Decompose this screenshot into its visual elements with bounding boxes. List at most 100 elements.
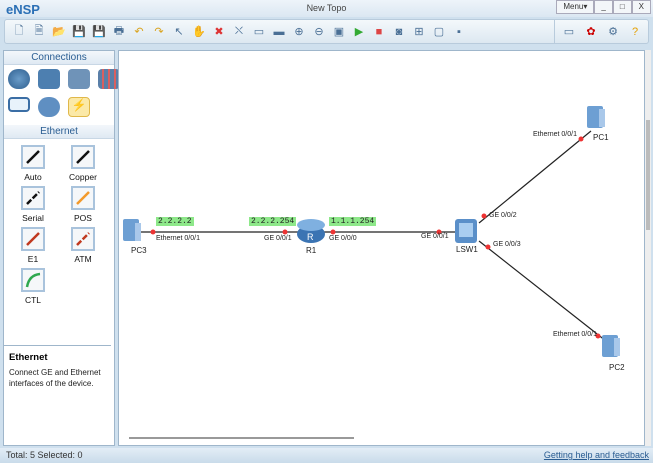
palette-icon[interactable]: ▬ bbox=[273, 25, 285, 38]
ethernet-header: Ethernet bbox=[4, 125, 114, 139]
cable-pos[interactable]: POS bbox=[58, 186, 108, 223]
cable-icon bbox=[21, 268, 45, 292]
pc-category-icon[interactable] bbox=[8, 97, 30, 112]
port-label: GE 0/0/2 bbox=[489, 212, 517, 219]
pc2-icon[interactable] bbox=[602, 335, 620, 357]
ip-label-r1-g0: 1.1.1.254 bbox=[329, 217, 377, 226]
cable-icon bbox=[71, 145, 95, 169]
link-lsw1-pc1[interactable] bbox=[478, 130, 592, 224]
cable-label: Serial bbox=[22, 213, 44, 223]
connections-header: Connections bbox=[4, 51, 114, 65]
cable-auto[interactable]: Auto bbox=[8, 145, 58, 182]
port-dot bbox=[436, 229, 442, 235]
minimize-button[interactable]: _ bbox=[594, 0, 613, 14]
cable-icon bbox=[71, 186, 95, 210]
pc1-icon[interactable] bbox=[587, 106, 605, 128]
port-dot bbox=[485, 244, 491, 250]
print-icon[interactable]: 🖶 bbox=[113, 25, 125, 37]
zoom-in-icon[interactable]: ⊕ bbox=[294, 26, 304, 38]
wlan-category-icon[interactable] bbox=[68, 69, 90, 89]
capture-icon[interactable]: ◙ bbox=[395, 25, 403, 38]
port-dot bbox=[578, 136, 584, 142]
zoom-out-icon[interactable]: ⊖ bbox=[314, 26, 324, 38]
router-category-icon[interactable] bbox=[8, 69, 30, 89]
cable-label: CTL bbox=[24, 295, 42, 305]
link-lsw1-pc2[interactable] bbox=[478, 240, 607, 342]
switch-icon[interactable] bbox=[455, 219, 477, 243]
redo-icon[interactable]: ↷ bbox=[154, 26, 164, 38]
device-label-pc3: PC3 bbox=[131, 246, 147, 255]
switch-category-icon[interactable] bbox=[38, 69, 60, 89]
menu-button[interactable]: Menu▾ bbox=[556, 0, 595, 14]
app-logo: eNSP bbox=[6, 2, 40, 17]
cloud-category-icon[interactable] bbox=[38, 97, 60, 117]
new-test-icon[interactable]: 🗎 bbox=[34, 25, 44, 37]
device-label-pc1: PC1 bbox=[593, 133, 609, 142]
port-label: GE 0/0/3 bbox=[493, 241, 521, 248]
cable-icon bbox=[21, 145, 45, 169]
router-icon[interactable]: R bbox=[297, 219, 325, 243]
text-icon[interactable]: ▭ bbox=[253, 26, 265, 38]
cable-icon bbox=[21, 186, 45, 210]
connection-category-icon[interactable]: ⚡ bbox=[68, 97, 90, 117]
delete-connection-icon[interactable]: ⛌ bbox=[234, 25, 244, 37]
cable-ctl[interactable]: CTL bbox=[8, 268, 58, 305]
open-icon[interactable]: 📂 bbox=[52, 26, 66, 38]
cable-copper[interactable]: Copper bbox=[58, 145, 108, 182]
topology-icon[interactable]: ⊞ bbox=[414, 26, 424, 38]
huawei-icon[interactable]: ✿ bbox=[586, 26, 596, 38]
pc3-icon[interactable] bbox=[123, 219, 141, 241]
device-label-lsw1: LSW1 bbox=[456, 245, 478, 254]
port-dot bbox=[481, 213, 487, 219]
svg-text:R: R bbox=[307, 232, 314, 242]
settings-icon[interactable]: ⚙ bbox=[608, 26, 618, 38]
stop-icon[interactable]: ■ bbox=[375, 25, 383, 38]
firewall-category-icon[interactable] bbox=[98, 69, 120, 89]
port-dot bbox=[150, 229, 156, 235]
toolbar-right: ▭ ✿ ⚙? bbox=[554, 19, 649, 44]
port-label: Ethernet 0/0/1 bbox=[553, 331, 597, 338]
port-label: GE 0/0/1 bbox=[421, 233, 449, 240]
port-label: GE 0/0/1 bbox=[264, 235, 292, 242]
undo-icon[interactable]: ↶ bbox=[134, 26, 144, 38]
status-text: Total: 5 Selected: 0 bbox=[6, 450, 83, 460]
drag-icon[interactable]: ✋ bbox=[192, 26, 206, 38]
port-label: Ethernet 0/0/1 bbox=[533, 131, 577, 138]
new-topo-icon[interactable]: 🗋 bbox=[14, 25, 24, 37]
ip-label-r1-g1: 2.2.2.254 bbox=[249, 217, 297, 226]
cable-e1[interactable]: E1 bbox=[8, 227, 58, 264]
cable-icon bbox=[71, 227, 95, 251]
start-icon[interactable]: ▶ bbox=[354, 26, 364, 38]
fit-icon[interactable]: ▣ bbox=[333, 26, 345, 38]
description-text: Connect GE and Ethernet interfaces of th… bbox=[9, 368, 101, 388]
cable-icon bbox=[21, 227, 45, 251]
topology-canvas[interactable]: R 2.2.2.2 2.2.2.254 1.1.1.254 Ethernet 0… bbox=[118, 50, 645, 446]
description-title: Ethernet bbox=[9, 352, 48, 363]
cable-atm[interactable]: ATM bbox=[58, 227, 108, 264]
device-label-pc2: PC2 bbox=[609, 363, 625, 372]
message-icon[interactable]: ▭ bbox=[563, 26, 575, 38]
window-title: New Topo bbox=[306, 3, 347, 13]
save-icon[interactable]: 💾 bbox=[72, 26, 86, 38]
cable-serial[interactable]: Serial bbox=[8, 186, 58, 223]
maximize-button[interactable]: □ bbox=[612, 0, 632, 14]
port-dot bbox=[330, 229, 336, 235]
port-label: Ethernet 0/0/1 bbox=[156, 235, 200, 242]
horizontal-scrollbar[interactable] bbox=[129, 437, 354, 439]
save-as-icon[interactable]: 💾 bbox=[92, 26, 106, 38]
ip-label-pc3: 2.2.2.2 bbox=[156, 217, 194, 226]
toolbar: 🗋 🗎 📂 💾 💾 🖶 ↶ ↷ ↖ ✋ ✖ ⛌ ▭ ▬ ⊕ ⊖ ▣ ▶ ■ ◙ ⊞ ▢ ▪ bbox=[4, 19, 649, 44]
select-icon[interactable]: ↖ bbox=[174, 26, 184, 38]
help-feedback-link[interactable]: Getting help and feedback bbox=[543, 450, 649, 460]
close-button[interactable]: X bbox=[631, 0, 651, 14]
cable-label: Auto bbox=[24, 172, 42, 182]
vertical-scrollbar[interactable] bbox=[645, 50, 651, 446]
cable-label: ATM bbox=[74, 254, 92, 264]
terminal-icon[interactable]: ▪ bbox=[457, 25, 461, 38]
port-dot bbox=[282, 229, 288, 235]
help-icon[interactable]: ? bbox=[631, 25, 639, 38]
cable-label: Copper bbox=[69, 172, 97, 182]
window-icon[interactable]: ▢ bbox=[433, 26, 445, 38]
delete-icon[interactable]: ✖ bbox=[214, 26, 224, 38]
